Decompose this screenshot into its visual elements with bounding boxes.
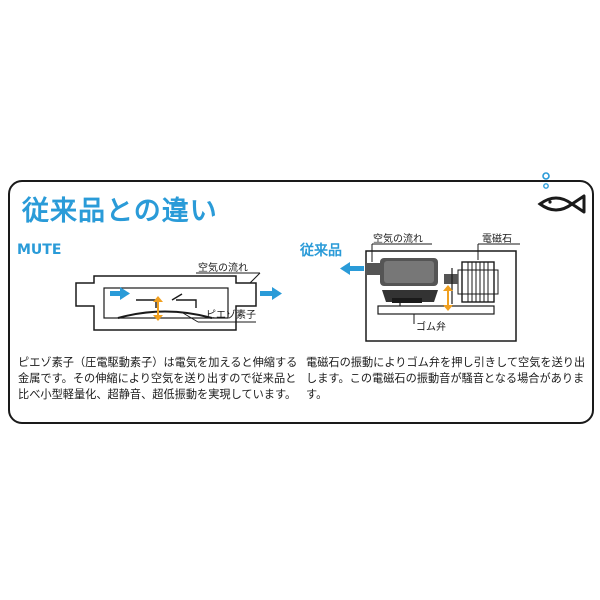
piezo-vibration-arrow [153, 296, 163, 321]
fish-icon [537, 194, 586, 214]
panel-title: 従来品との違い [22, 196, 218, 227]
conventional-heading: 従来品 [300, 243, 342, 259]
mute-air-flow-label: 空気の流れ [198, 263, 248, 274]
bubble-icon [542, 172, 550, 189]
air-inlet-arrow [110, 287, 130, 300]
piezo-label: ピエゾ素子 [206, 310, 256, 321]
mute-heading: MUTE [17, 242, 62, 258]
conventional-description: 電磁石の振動によりゴム弁を押し引きして空気を送り出します。この電磁石の振動音が騒… [306, 356, 586, 401]
air-outlet-arrow [260, 287, 282, 300]
magnet-label: 電磁石 [482, 234, 512, 245]
conventional-air-flow-label: 空気の流れ [373, 234, 423, 245]
mute-description: ピエゾ素子（圧電駆動素子）は電気を加えると伸縮する金属です。その伸縮により空気を… [18, 356, 298, 401]
magnet-vibration-arrow [443, 285, 453, 311]
conventional-air-arrow [340, 262, 364, 275]
rubber-valve-label: ゴム弁 [416, 322, 446, 333]
